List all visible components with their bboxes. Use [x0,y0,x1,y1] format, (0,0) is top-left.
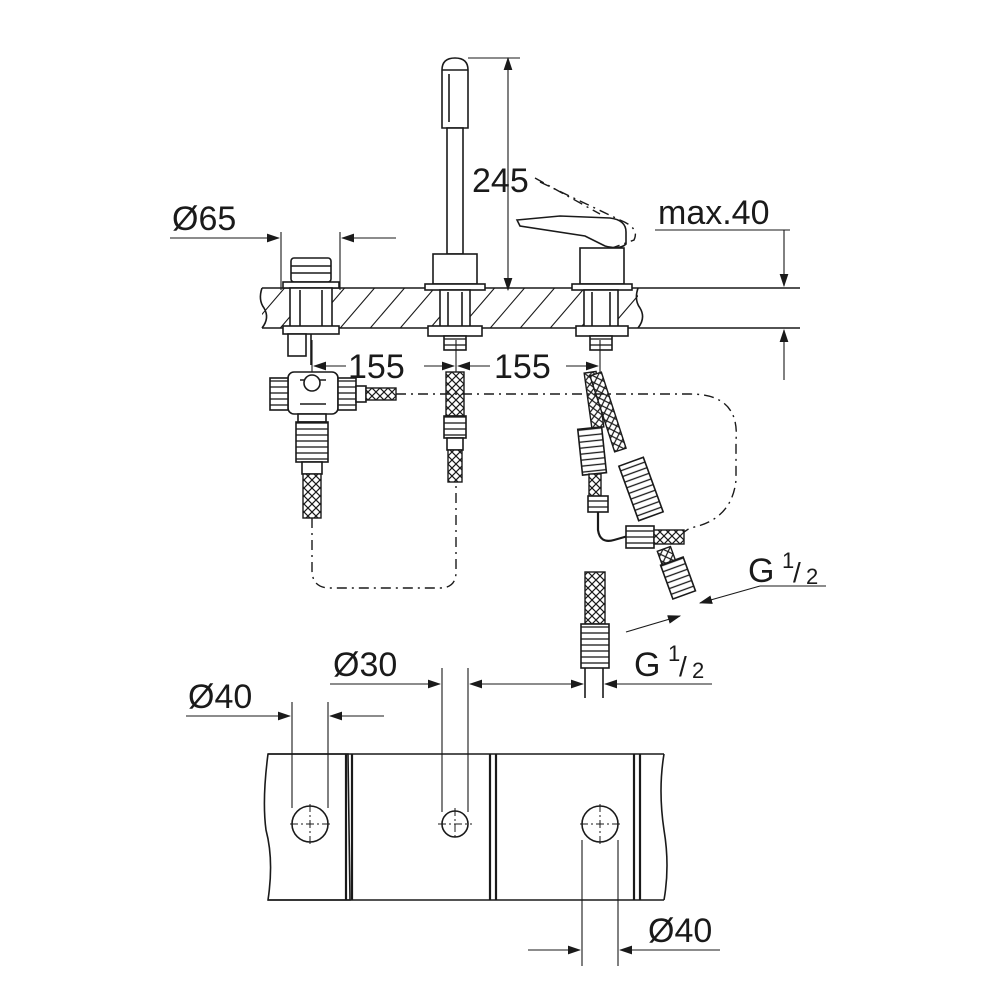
supply-thread-denominator: 2 [692,658,704,683]
outlet-thread-numerator: 1 [782,548,794,573]
spacing-left-label: 155 [348,348,405,386]
outlet-thread-dimension [625,585,826,633]
outlet-thread-denominator: 2 [806,564,818,589]
hand-shower [424,57,486,483]
mixer-lever [515,177,637,351]
supply-thread-numerator: 1 [668,641,680,666]
center-hole-dimension [330,668,500,812]
outlet-thread-label: G [748,552,774,590]
spacing-right-label: 155 [494,348,551,386]
supply-thread-slash: / [679,651,687,682]
height-label: 245 [472,162,529,200]
deck-plan-view [263,753,668,901]
supply-thread-label: G [634,646,660,684]
hose-routing-lines [311,393,737,589]
diverter-knob [282,257,340,365]
spacing-dimension [311,340,601,372]
right-hole-dimension [528,840,720,966]
left-hole-dimension [186,702,384,808]
supply-hose [580,571,610,698]
diverter-diameter-dimension [170,232,396,290]
diverter-diameter-label: Ø65 [172,200,236,238]
center-hole-label: Ø30 [333,646,397,684]
mixer-hoses [576,370,697,601]
outlet-thread-slash: / [793,557,801,588]
diverter-valve [269,371,397,519]
height-dimension [468,56,520,292]
left-hole-label: Ø40 [188,678,252,716]
deck-thickness-dimension [655,229,790,380]
right-hole-label: Ø40 [648,912,712,950]
deck-thickness-label: max.40 [658,194,770,232]
